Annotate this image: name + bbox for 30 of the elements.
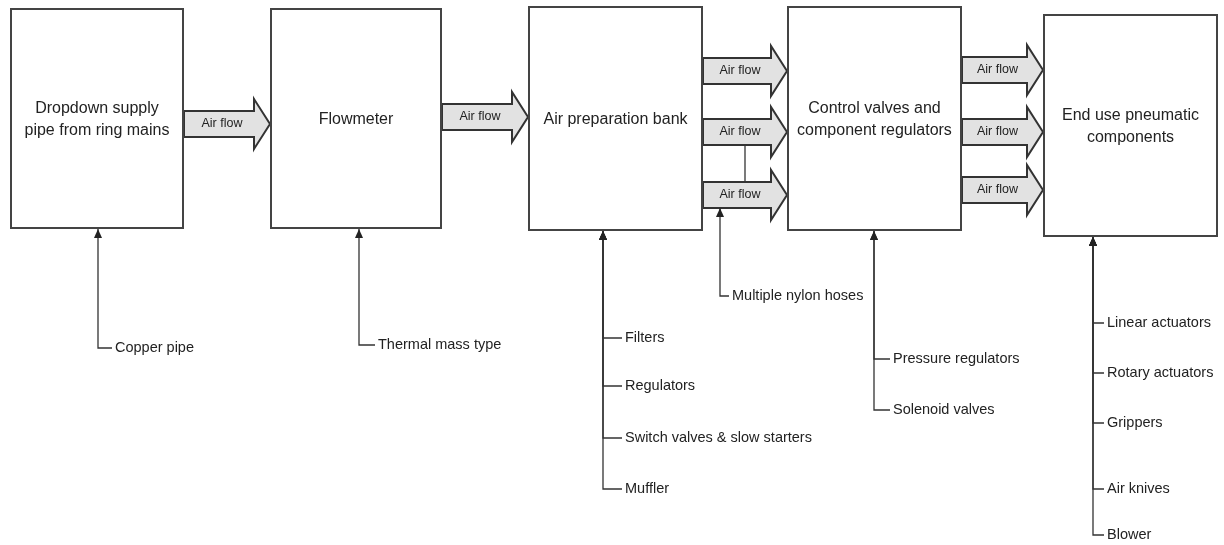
box-label: End use pneumatic components xyxy=(1062,105,1199,145)
annotation-text: Rotary actuators xyxy=(1107,364,1214,382)
annotation-text: Solenoid valves xyxy=(893,401,995,419)
leader-arrow xyxy=(599,230,623,490)
process-box xyxy=(270,8,442,229)
leader-arrow xyxy=(870,230,891,411)
leader-arrow xyxy=(94,228,113,349)
annotation-text: Regulators xyxy=(625,377,696,395)
process-box xyxy=(787,6,962,231)
process-box xyxy=(10,8,184,229)
annotation-text: Multiple nylon hoses xyxy=(732,287,864,305)
annotation-text: Filters xyxy=(625,329,665,347)
annotation-text: Air knives xyxy=(1107,480,1170,498)
annotation-text: Copper pipe xyxy=(115,339,194,357)
annotation-text: Blower xyxy=(1107,526,1152,544)
leader-arrow xyxy=(1089,236,1105,536)
box-label: Flowmeter xyxy=(318,109,394,127)
box-label: Air preparation bank xyxy=(543,109,688,127)
process-box xyxy=(528,6,703,231)
annotation-text: Pressure regulators xyxy=(893,350,1020,368)
annotation-text: Thermal mass type xyxy=(378,336,502,354)
leader-arrow xyxy=(716,207,730,297)
box-label: Dropdown supply pipe from ring mains xyxy=(24,98,170,138)
process-box xyxy=(1043,14,1218,237)
annotation-text: Grippers xyxy=(1107,414,1163,432)
annotation-text: Switch valves & slow starters xyxy=(625,429,812,447)
box-label: Control valves and component regulators xyxy=(797,98,952,138)
annotation-text: Linear actuators xyxy=(1107,314,1211,332)
annotation-text: Muffler xyxy=(625,480,670,498)
leader-arrow xyxy=(355,228,376,346)
